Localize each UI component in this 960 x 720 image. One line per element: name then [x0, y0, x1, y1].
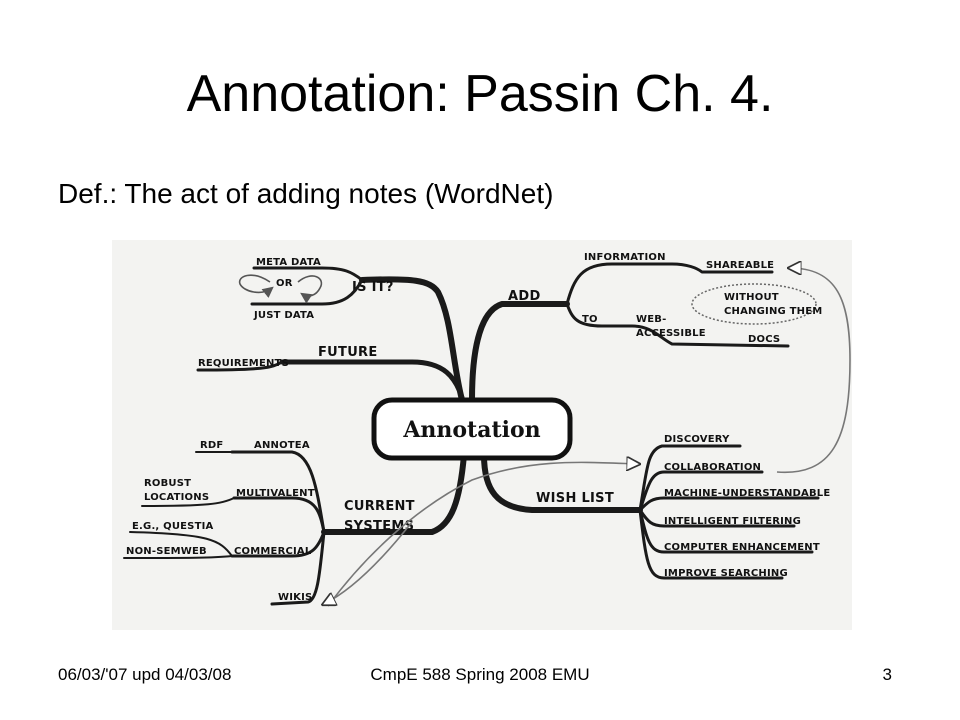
branch-wikis [270, 530, 326, 606]
node-annotea: ANNOTEA [254, 440, 310, 451]
node-without-line1: WITHOUT [724, 292, 779, 303]
node-current-systems-line1: CURRENT [344, 499, 415, 514]
wish-item-discovery: DISCOVERY [664, 434, 730, 445]
branch-improve-searching [638, 508, 784, 580]
node-to: TO [582, 314, 598, 325]
node-requirements: REQUIREMENTS [198, 358, 289, 369]
branch-current-systems [321, 452, 467, 535]
branch-machine-understandable [638, 496, 820, 512]
node-commercial: COMMERCIAL [234, 546, 312, 557]
wish-item-machine-understandable: MACHINE-UNDERSTANDABLE [664, 488, 830, 499]
node-shareable: SHAREABLE [706, 260, 774, 271]
wish-item-intelligent-filtering: INTELLIGENT FILTERING [664, 516, 801, 527]
footer-page-number: 3 [882, 665, 892, 684]
node-wish-list: WISH LIST [536, 491, 614, 506]
node-information: INFORMATION [584, 252, 666, 263]
branch-collaboration [638, 470, 764, 512]
branch-robust-locations [141, 497, 235, 507]
node-multivalent: MULTIVALENT [236, 488, 315, 499]
wish-item-collaboration: COLLABORATION [664, 462, 761, 473]
wish-item-computer-enhancement: COMPUTER ENHANCEMENT [664, 542, 820, 553]
node-is-it: IS IT? [352, 280, 394, 295]
branch-just-data [250, 278, 364, 306]
arrow-to-wikis [324, 521, 413, 604]
annotation-mind-map: Annotation IS IT? META DATA OR JUST DATA… [112, 240, 852, 630]
footer-date: 06/03/'07 upd 04/03/08 [58, 665, 232, 684]
node-web-line1: WEB- [636, 314, 666, 325]
node-robust-line1: ROBUST [144, 478, 191, 489]
definition-text: Def.: The act of adding notes (WordNet) [58, 178, 554, 209]
center-node-box [371, 397, 573, 461]
node-or: OR [276, 278, 293, 289]
arrow-collaboration-to-shareable [776, 268, 851, 474]
node-future: FUTURE [318, 345, 378, 360]
branch-future [279, 359, 467, 408]
node-robust-line2: LOCATIONS [144, 492, 209, 503]
node-add: ADD [508, 289, 541, 304]
wish-item-improve-searching: IMPROVE SEARCHING [664, 568, 788, 579]
branch-multivalent [232, 496, 326, 534]
arrow-wikis-to-collaboration-end [327, 462, 638, 607]
footer-course: CmpE 588 Spring 2008 EMU [370, 665, 590, 684]
branch-intelligent-filtering [638, 508, 796, 528]
without-changing-ellipse [691, 283, 817, 325]
node-wikis: WIKIS [278, 592, 312, 603]
branch-to-web-docs [565, 302, 790, 348]
branch-information [565, 262, 774, 306]
or-cycle-arrow-right [297, 275, 323, 304]
node-without-line2: CHANGING THEM [724, 306, 822, 317]
branch-discovery [638, 444, 742, 512]
node-non-semweb: NON-SEMWEB [126, 546, 207, 557]
node-current-systems-line2: SYSTEMS [344, 519, 414, 534]
node-rdf: RDF [200, 440, 223, 451]
node-questia: E.G., QUESTIA [132, 521, 214, 532]
node-web-line2: ACCESSIBLE [636, 328, 706, 339]
node-docs: DOCS [748, 334, 780, 345]
branch-requirements [196, 360, 284, 372]
branch-is-it [359, 276, 465, 403]
branch-questia [129, 531, 233, 557]
branch-non-semweb [123, 555, 233, 559]
slide-title: Annotation: Passin Ch. 4. [186, 65, 774, 123]
center-node-label: Annotation [402, 417, 540, 443]
branch-add [469, 301, 570, 403]
branch-meta-data [252, 266, 364, 282]
branch-wish-list [481, 452, 643, 513]
node-just-data: JUST DATA [253, 310, 314, 321]
node-meta-data: META DATA [256, 257, 321, 268]
or-cycle-arrow-left [238, 274, 274, 298]
